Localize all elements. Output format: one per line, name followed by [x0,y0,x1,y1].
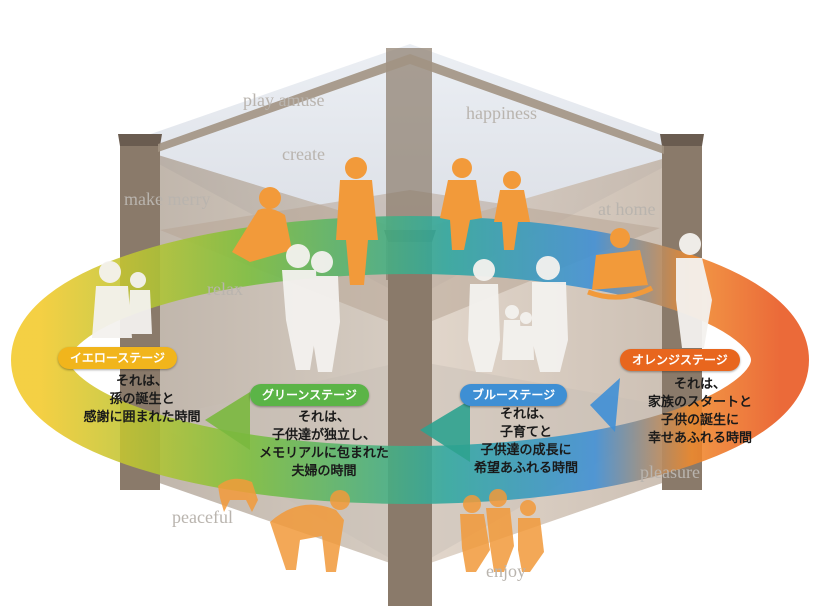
orange-stage-line: 子供の誕生に [660,413,739,428]
cube-frame [118,48,704,606]
orange-stage-description: それは、 家族のスタートと 子供の誕生に 幸せあふれる時間 [610,376,790,448]
orange-stage-line: それは、 [673,377,726,392]
mood-word-enjoy: enjoy [486,561,526,581]
elderly-couple-figure [282,244,340,372]
mood-word-play-amuse: play amuse [243,90,325,110]
green-stage-badge: グリーンステージ [250,384,369,406]
mood-word-create: create [282,144,325,164]
orange-stage-badge: オレンジステージ [620,349,740,371]
baby-rocking-horse-figure [587,228,654,300]
man-standing-figure [336,157,378,285]
child-running-figure [440,158,482,250]
children-jumping-figure [460,489,544,572]
blue-stage-line: 希望あふれる時間 [473,461,578,476]
orange-lower-figures [218,478,544,572]
orange-stage-line: 家族のスタートと [647,395,752,410]
mood-word-relax: relax [207,279,243,299]
mood-word-peaceful: peaceful [172,507,233,527]
mood-word-make-merry: make merry [124,189,211,209]
yellow-stage-badge: イエローステージ [58,347,178,369]
yellow-stage-line: それは、 [115,374,168,389]
blue-stage-line: それは、 [499,407,552,422]
mood-word-at-home: at home [598,199,656,219]
orange-stage-line: 幸せあふれる時間 [647,431,752,446]
young-family-figure [468,256,568,372]
stage-ring [11,216,809,504]
pregnant-woman-figure [676,233,712,348]
yellow-stage-description: それは、 孫の誕生と 感謝に囲まれた時間 [42,373,242,427]
green-stage-line: それは、 [297,410,350,425]
dog-figure [218,478,258,512]
grandparent-with-child-figure [92,261,152,338]
white-family-figures [92,233,712,372]
green-stage-line: 夫婦の時間 [291,464,357,479]
blue-stage-badge: ブルーステージ [460,384,568,406]
mood-word-happiness: happiness [466,103,537,123]
ring-arrow-right [590,378,620,432]
ring-arrow-left [205,392,250,450]
blue-stage-description: それは、 子育てと 子供達の成長に 希望あふれる時間 [426,406,626,478]
green-stage-line: 子供達が独立し、 [271,428,376,443]
orange-family-figures [232,157,654,300]
green-stage-description: それは、 子供達が独立し、 メモリアルに包まれた 夫婦の時間 [224,409,424,481]
girl-running-figure [494,171,530,250]
yellow-stage-line: 孫の誕生と [109,392,175,407]
girl-sitting-figure [232,187,292,262]
blue-stage-line: 子供達の成長に [480,443,572,458]
blue-stage-line: 子育てと [499,425,552,440]
mood-word-pleasure: pleasure [640,462,700,482]
green-stage-line: メモリアルに包まれた [259,446,389,461]
ring-arrow-middle [420,400,470,462]
yellow-stage-line: 感謝に囲まれた時間 [83,410,201,425]
person-bowing-figure [270,490,350,572]
